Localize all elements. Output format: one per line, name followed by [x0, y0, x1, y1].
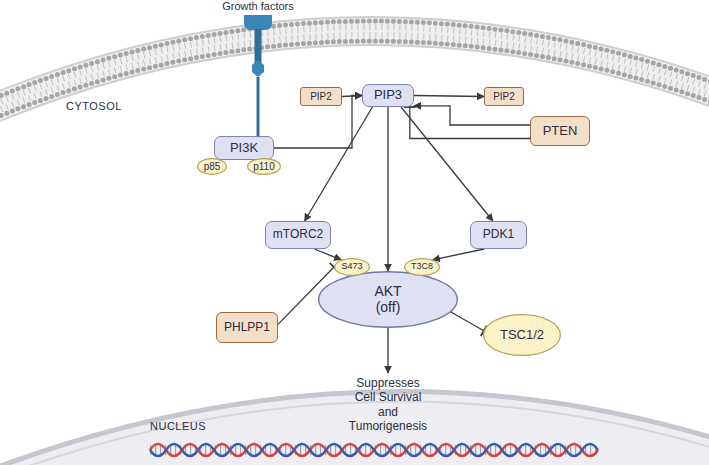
activation-arrow	[305, 107, 373, 221]
subunit-ellipse: TSC1/2	[483, 314, 561, 356]
compartment-label: CYTOSOL	[66, 100, 146, 113]
dna-strand	[150, 444, 598, 456]
activation-arrow	[414, 96, 484, 97]
dna-strand	[150, 444, 598, 456]
subunit-ellipse: S473	[334, 258, 370, 276]
output-arrow	[387, 328, 388, 373]
node-label: PTEN	[543, 124, 578, 138]
subunit-ellipse: p85	[197, 158, 227, 175]
activation-arrow	[401, 107, 493, 221]
node-label: PHLPP1	[224, 321, 270, 334]
receptor-signal-line	[257, 77, 260, 136]
activation-arrow	[388, 107, 389, 271]
ellipse-shape	[484, 315, 561, 356]
ellipse-shape	[248, 159, 281, 175]
node-label: TSC1/2	[500, 328, 544, 342]
protein-box: PIP3	[362, 84, 414, 107]
ellipse-shape	[319, 272, 458, 328]
kinase-ellipse: AKT (off)	[318, 271, 458, 328]
regulator-box: PHLPP1	[216, 312, 278, 343]
inhibition-connector	[451, 312, 487, 336]
lipid-box: PIP2	[300, 87, 342, 106]
receptor-head	[244, 15, 272, 30]
activation-arrow	[433, 249, 485, 260]
subunit-ellipse: T3C8	[404, 258, 440, 276]
activation-arrow	[315, 249, 342, 260]
node-label: PIP2	[310, 91, 332, 102]
receptor-domain	[252, 60, 264, 77]
protein-box: mTORC2	[265, 221, 331, 249]
lipid-tails	[0, 35, 709, 114]
connector-line	[387, 107, 388, 271]
activation-arrow	[414, 106, 530, 125]
node-label: PDK1	[483, 228, 514, 241]
node-label: S473	[341, 262, 362, 272]
compartment-label: NUCLEUS	[150, 420, 230, 433]
node-label: mTORC2	[273, 228, 323, 241]
connector-line	[305, 107, 373, 221]
ellipse-shape	[335, 259, 370, 276]
nucleus-inner-membrane	[0, 402, 709, 465]
node-label: T3C8	[411, 262, 433, 272]
connector-line	[414, 96, 484, 97]
subunit-ellipse: p110	[247, 158, 281, 175]
lipid-heads	[0, 41, 709, 120]
node-label: PIP2	[493, 91, 515, 102]
outcome-label: Suppresses Cell Survival and Tumorigenes…	[346, 376, 430, 434]
lipid-heads	[0, 21, 709, 100]
input-label: Growth factors	[208, 0, 308, 13]
connector-line	[451, 312, 484, 331]
ellipse-shape	[198, 159, 227, 175]
node-label: PI3K	[230, 141, 258, 155]
node-label: p85	[204, 161, 221, 172]
receptor-stem	[255, 29, 262, 63]
connector-line	[401, 107, 493, 221]
node-label: PIP3	[374, 88, 402, 102]
connector-line	[433, 249, 485, 260]
dna-rungs	[150, 445, 598, 455]
ellipse-shape	[405, 259, 440, 276]
protein-box: PDK1	[470, 221, 527, 249]
connector-line	[410, 107, 530, 139]
regulator-box: PTEN	[530, 116, 590, 146]
node-label: AKT (off)	[366, 284, 410, 315]
lipid-tails	[0, 27, 709, 106]
lipid-box: PIP2	[484, 87, 524, 106]
connector-line	[414, 106, 530, 125]
connector-line	[315, 249, 342, 260]
protein-box: PI3Kp85p110	[214, 136, 274, 160]
node-label: p110	[253, 161, 275, 172]
